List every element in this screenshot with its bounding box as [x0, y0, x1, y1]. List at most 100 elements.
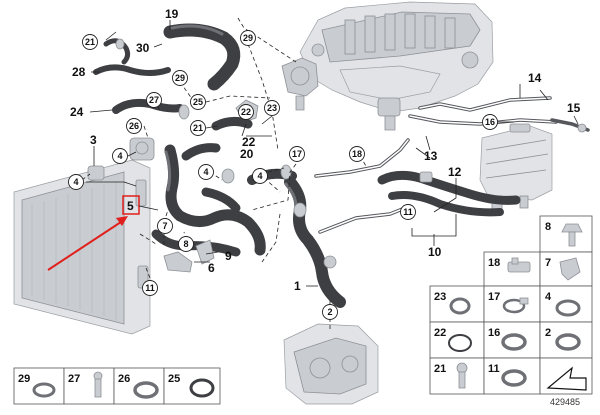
- hose-28: [93, 64, 171, 76]
- bolt-icon-21: [456, 362, 468, 389]
- parts-panel-bottom: 29 27 26 25: [13, 367, 221, 405]
- callout-circle-4-a: 4: [112, 148, 128, 164]
- o-ring-icon: [448, 334, 472, 352]
- engine-block: [299, 1, 494, 131]
- callout-circle-27: 27: [146, 92, 162, 108]
- callout-circle-11-left: 11: [142, 280, 158, 296]
- callout-circle-29-mid: 29: [172, 70, 188, 86]
- panel-label-22: 22: [434, 327, 446, 339]
- pump-3: [87, 137, 155, 181]
- seal-ring-icon-25: [189, 378, 215, 398]
- svg-text:26: 26: [129, 121, 139, 131]
- panel-label-25: 25: [168, 373, 180, 385]
- callout-15: 15: [567, 101, 581, 115]
- arrow-icon: [546, 366, 587, 391]
- bracket-6: [163, 239, 215, 273]
- panel-label-17: 17: [488, 291, 500, 303]
- callout-1: 1: [294, 279, 301, 293]
- callout-19: 19: [165, 7, 179, 21]
- pipe-18: [314, 138, 410, 178]
- callout-10: 10: [428, 245, 442, 259]
- pipe-12: [377, 170, 521, 217]
- screw-icon: [561, 223, 583, 247]
- svg-text:23: 23: [267, 103, 277, 113]
- svg-text:22: 22: [241, 107, 251, 117]
- hose-upper-mid: [201, 168, 297, 213]
- svg-text:4: 4: [117, 151, 122, 161]
- svg-text:11: 11: [145, 283, 155, 293]
- callout-circle-21-mid: 21: [190, 120, 206, 136]
- callout-22: 22: [242, 135, 256, 149]
- svg-text:21: 21: [85, 37, 95, 47]
- svg-text:4: 4: [203, 167, 208, 177]
- callout-circle-25: 25: [190, 94, 206, 110]
- callout-circle-4-d: 4: [252, 168, 268, 184]
- svg-text:7: 7: [162, 221, 167, 231]
- plain-callouts: 19 30 28 24 3 22 20 14 15 13 12 10 5 9 6…: [70, 7, 581, 293]
- bolt-icon-27: [93, 371, 103, 398]
- svg-text:18: 18: [352, 149, 362, 159]
- spring-clamp-icon: [502, 297, 529, 314]
- panel-label-11: 11: [488, 363, 500, 375]
- intake-manifold: [283, 323, 379, 405]
- panel-label-23: 23: [434, 291, 446, 303]
- svg-text:29: 29: [175, 73, 185, 83]
- callout-28: 28: [72, 65, 86, 79]
- circled-callouts: 21 29 29 27 25 26 21 22 23 4 4 4 4 17 18…: [68, 30, 498, 320]
- callout-12: 12: [448, 165, 462, 179]
- hose-clamp-icon-4: [555, 299, 581, 317]
- panel-label-21: 21: [434, 363, 446, 375]
- svg-text:11: 11: [403, 207, 413, 217]
- panel-label-7: 7: [545, 257, 551, 269]
- hose-30: [103, 31, 131, 65]
- clip-icon: [559, 257, 581, 281]
- panel-label-26: 26: [118, 373, 130, 385]
- parts-panel-right: 8 18 7 23 17 4 22 16 2 21 11 429485: [429, 215, 593, 407]
- svg-text:27: 27: [149, 95, 159, 105]
- callout-circle-4-c: 4: [198, 164, 214, 180]
- panel-label-18: 18: [488, 257, 500, 269]
- highlight-arrow: [47, 195, 159, 271]
- hose-19: [163, 23, 241, 91]
- callout-circle-18: 18: [349, 146, 365, 162]
- panel-label-8: 8: [545, 221, 551, 233]
- svg-text:8: 8: [183, 239, 188, 249]
- callout-3: 3: [90, 133, 97, 147]
- clamp-icon-29: [32, 382, 56, 398]
- callout-circle-21-top: 21: [82, 34, 98, 50]
- callout-circle-17: 17: [289, 146, 305, 162]
- callout-5: 5: [127, 199, 134, 213]
- svg-text:17: 17: [292, 149, 302, 159]
- panel-label-2: 2: [545, 327, 551, 339]
- hose-clamp-icon-11: [501, 369, 527, 387]
- svg-text:25: 25: [193, 97, 203, 107]
- clamps-misc: [115, 38, 337, 269]
- panel-label-29: 29: [18, 373, 30, 385]
- clamp-icon-26: [133, 381, 159, 399]
- sensor-15: [550, 118, 590, 133]
- callout-circle-4-b: 4: [68, 174, 84, 190]
- callout-24: 24: [70, 105, 84, 119]
- panel-label-27: 27: [68, 373, 80, 385]
- callout-circle-22: 22: [238, 104, 254, 120]
- leader-lines: [81, 17, 579, 330]
- pipe-14: [408, 96, 558, 126]
- connector-icon: [507, 257, 531, 273]
- panel-label-4: 4: [545, 291, 552, 303]
- hose-clamp-icon-16: [501, 333, 527, 351]
- callout-9: 9: [225, 249, 232, 263]
- hose-22: [181, 116, 253, 161]
- callout-circle-2: 2: [322, 304, 338, 320]
- svg-text:4: 4: [257, 171, 262, 181]
- callout-circle-7: 7: [157, 218, 173, 234]
- panel-label-16: 16: [488, 327, 500, 339]
- callout-circle-8: 8: [178, 236, 194, 252]
- svg-text:16: 16: [485, 117, 495, 127]
- callout-circle-26: 26: [126, 118, 142, 134]
- diagram-id: 429485: [550, 397, 580, 407]
- callout-circle-29-top: 29: [240, 30, 256, 46]
- callout-circle-16: 16: [482, 114, 498, 130]
- svg-text:21: 21: [193, 123, 203, 133]
- callout-14: 14: [528, 71, 542, 85]
- hose-clamp-icon-2: [555, 333, 581, 351]
